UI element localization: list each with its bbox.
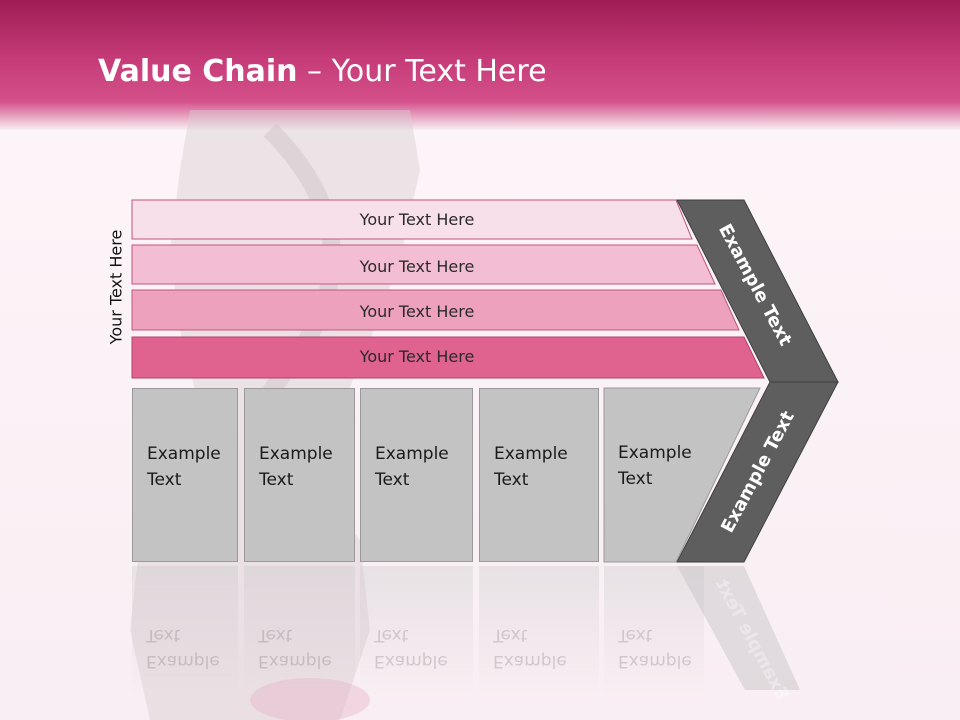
column-reflection: Example Text [132,566,238,696]
reflection-text: Example Text [146,625,220,671]
slide-title: Value Chain – Your Text Here [98,54,547,89]
column-label: Example Text [494,444,568,490]
reflection-text: Example Text [374,625,448,671]
band-shape [131,336,765,379]
reflection-text: Example Text [258,625,332,671]
column-label: Example Text [618,443,692,489]
column-reflection: Example Text [604,566,704,696]
primary-activity-column: Example Text [360,388,473,562]
band-shape [131,289,740,331]
band-shape [131,244,716,285]
reflection-text: Example Text [618,625,692,671]
arrow-reflection [677,566,800,690]
primary-activity-column: Example Text [132,388,238,562]
band-shape [131,199,693,240]
arrow-lower-segment [676,381,839,563]
primary-activity-column: Example Text [244,388,355,562]
band-label: Your Text Here [359,210,475,229]
column-label: Example Text [259,444,333,490]
band-label: Your Text Here [359,347,475,366]
slide-title-rest: – Your Text Here [297,54,547,89]
primary-activity-column: Example Text [479,388,599,562]
column-reflection: Example Text [360,566,473,696]
column-reflection: Example Text [479,566,599,696]
band-label: Your Text Here [359,257,475,276]
slide-title-bold: Value Chain [98,54,298,89]
column-reflection: Example Text [244,566,355,696]
reflection-text: Example Text [493,625,567,671]
column-label: Example Text [375,444,449,490]
band-label: Your Text Here [359,302,475,321]
header-band [0,0,960,130]
column-label: Example Text [147,444,221,490]
